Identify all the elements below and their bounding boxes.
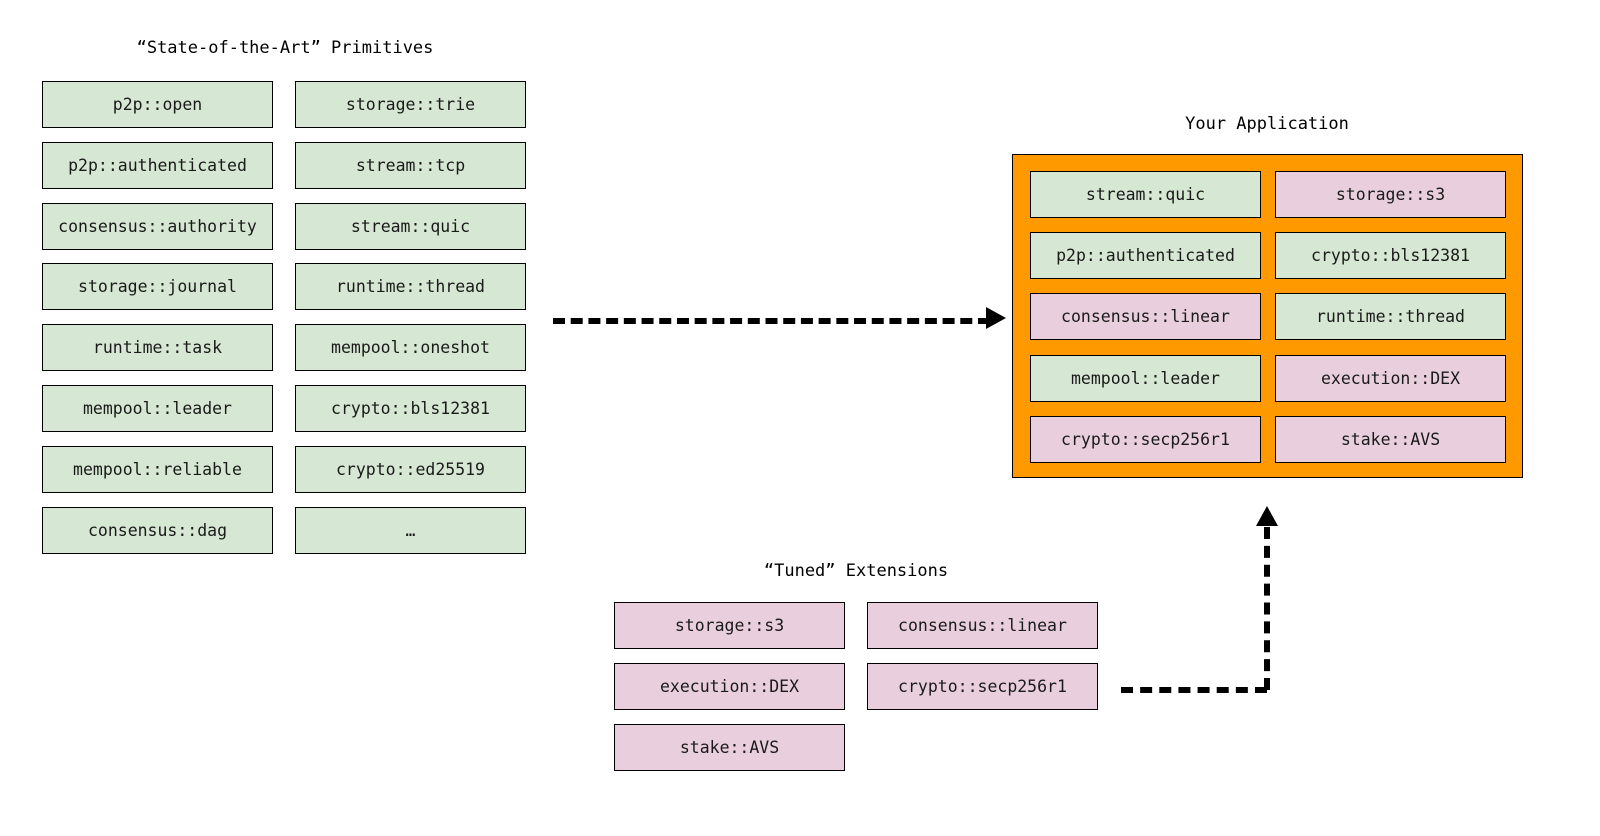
primitive-box-runtime-task[interactable]: runtime::task (42, 324, 273, 372)
extension-box-execution-dex[interactable]: execution::DEX (614, 662, 845, 710)
application-box-crypto-secp256r1[interactable]: crypto::secp256r1 (1030, 415, 1261, 463)
extensions-to-application-connector-horizontal (1121, 687, 1267, 693)
application-box-execution-dex[interactable]: execution::DEX (1275, 354, 1506, 402)
extension-box-storage-s3[interactable]: storage::s3 (614, 602, 845, 649)
primitive-box-mempool-reliable[interactable]: mempool::reliable (42, 445, 273, 493)
primitive-box-storage-journal[interactable]: storage::journal (42, 263, 273, 311)
application-box-consensus-linear[interactable]: consensus::linear (1030, 293, 1261, 341)
primitive-box-crypto-ed25519[interactable]: crypto::ed25519 (295, 445, 526, 493)
extensions-section-title: “Tuned” Extensions (763, 561, 949, 581)
primitives-to-application-connector (553, 318, 990, 324)
primitives-section-title: “State-of-the-Art” Primitives (136, 38, 434, 58)
application-box-stake-avs[interactable]: stake::AVS (1275, 415, 1506, 463)
primitive-box-consensus-dag[interactable]: consensus::dag (42, 506, 273, 554)
primitive-box-p2p-open[interactable]: p2p::open (42, 81, 273, 128)
application-box-runtime-thread[interactable]: runtime::thread (1275, 293, 1506, 341)
extension-box-consensus-linear[interactable]: consensus::linear (867, 602, 1098, 649)
application-box-storage-s3[interactable]: storage::s3 (1275, 171, 1506, 218)
primitive-box-p2p-authenticated[interactable]: p2p::authenticated (42, 141, 273, 189)
primitive-box-[interactable]: … (295, 506, 526, 554)
extensions-to-application-arrowhead (1256, 506, 1278, 526)
primitive-box-crypto-bls12381[interactable]: crypto::bls12381 (295, 385, 526, 432)
primitive-box-consensus-authority[interactable]: consensus::authority (42, 202, 273, 250)
application-box-stream-quic[interactable]: stream::quic (1030, 171, 1261, 218)
application-box-p2p-authenticated[interactable]: p2p::authenticated (1030, 232, 1261, 280)
extension-box-stake-avs[interactable]: stake::AVS (614, 723, 845, 771)
primitive-box-storage-trie[interactable]: storage::trie (295, 81, 526, 128)
extension-box-crypto-secp256r1[interactable]: crypto::secp256r1 (867, 662, 1098, 710)
primitive-box-mempool-oneshot[interactable]: mempool::oneshot (295, 324, 526, 372)
primitive-box-runtime-thread[interactable]: runtime::thread (295, 263, 526, 311)
application-box-crypto-bls12381[interactable]: crypto::bls12381 (1275, 232, 1506, 280)
application-section-title: Your Application (1185, 114, 1349, 134)
primitive-box-stream-quic[interactable]: stream::quic (295, 202, 526, 250)
extensions-to-application-connector-vertical (1264, 527, 1270, 690)
primitive-box-mempool-leader[interactable]: mempool::leader (42, 385, 273, 432)
application-box-mempool-leader[interactable]: mempool::leader (1030, 354, 1261, 402)
primitives-to-application-arrowhead (986, 307, 1006, 329)
primitive-box-stream-tcp[interactable]: stream::tcp (295, 141, 526, 189)
